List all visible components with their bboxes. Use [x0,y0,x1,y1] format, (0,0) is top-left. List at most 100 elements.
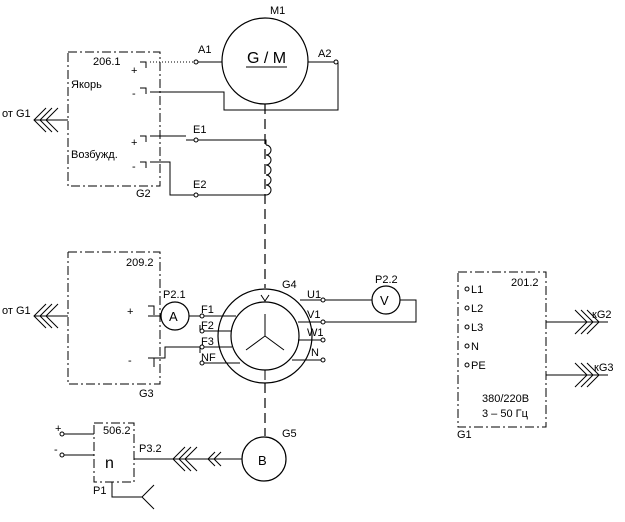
n-label: N [311,347,319,359]
voltmeter-return-wire [325,299,417,323]
unit-506-2-id: 506.2 [103,425,131,437]
unit-506-2-plus-terminal [59,431,65,437]
terminal-pe: PE [464,360,486,372]
unit-506-2-border [93,422,135,483]
e1-terminal [193,137,199,143]
sensor-g5: B G5 [241,428,297,482]
from-g1-label-top: от G1 [2,108,31,120]
nf-label: NF [201,352,216,364]
motor-m1: M1 G / M A1 A2 [198,5,331,105]
p1-connector-icon [141,484,155,510]
field-return-wire [148,346,200,359]
unit-206-1-id: 206.1 [93,56,121,68]
p1-connector [111,482,155,510]
field-winding-coil [265,144,272,196]
g4-wye-symbol [245,314,285,351]
field-minus-jack [140,161,147,168]
unit-201-2-ref: G1 [457,429,472,441]
unit-209-2-ref: G3 [139,388,154,400]
field-minus-sign: - [132,161,136,173]
motor-m1-ref: M1 [270,5,285,17]
voltmeter-ref: P2.2 [375,274,398,286]
unit-209-2-id: 209.2 [126,257,154,269]
ammeter-ref: P2.1 [163,289,186,301]
e2-label: E2 [193,179,206,191]
terminal-pe-label: PE [471,360,486,372]
unit-206-1-border [67,51,161,187]
unit-209-2: 209.2 G3 + - [67,251,161,400]
field-minus-wire [150,161,194,196]
unit-506-2-plus: + [55,423,61,435]
unit-209-2-minus-jack [148,357,155,367]
f3-terminal [199,344,205,350]
unit-506-2-out: P3.2 [139,443,162,455]
anchor-plus-jack [140,61,147,68]
anchor-label: Якорь [71,79,102,91]
ammeter-symbol: A [169,309,178,324]
f1-label: F1 [201,304,214,316]
from-g1-arrow-top: от G1 [2,107,68,133]
unit-209-2-plus-jack [148,305,155,315]
nf-terminal [199,360,205,366]
u1-terminal [320,297,326,303]
terminal-l3-label: L3 [471,322,483,334]
from-g1-arrow-mid-icon [33,303,68,329]
field-label: Возбужд. [71,149,118,161]
ammeter-p2-1: A P2.1 [160,289,190,331]
p1-connector-wire [111,482,142,498]
a2-label: A2 [318,48,331,60]
unit-506-2-minus: - [54,444,58,456]
terminal-pe-jack [464,362,470,368]
unit-506-2-symbol: n [105,455,114,472]
w1-terminal [320,337,326,343]
e2-terminal [193,192,199,198]
anchor-minus-jack [140,87,147,94]
terminal-l1: L1 [464,284,483,296]
p3-2-arrow [134,446,242,472]
anchor-plus-sign: + [131,65,137,77]
v1-terminal [320,319,326,325]
to-g3-label: кG3 [594,362,614,374]
g5-circle [241,436,287,482]
v1-label: V1 [307,309,320,321]
unit-506-2-minus-terminal [59,452,65,458]
unit-201-2-id: 201.2 [511,277,539,289]
a1-label: A1 [198,44,211,56]
f2-label: F2 [201,320,214,332]
unit-201-2: 201.2 G1 380/220В 3 – 50 Гц L1 L2 L3 N P… [457,271,547,441]
u1-label: U1 [307,289,321,301]
g5-ref: G5 [282,428,297,440]
voltmeter-p2-2: V P2.2 [371,274,401,315]
terminal-l1-label: L1 [471,284,483,296]
unit-201-2-border [457,271,547,428]
unit-206-1-ref: G2 [136,188,151,200]
g5-symbol: B [258,453,267,468]
w1-label: W1 [307,327,324,339]
terminal-l2: L2 [464,303,483,315]
anchor-minus-sign: - [132,88,136,100]
a1-terminal [193,59,199,65]
g4-ref: G4 [282,279,297,291]
to-g3-arrow: кG3 [546,362,614,388]
terminal-l2-jack [464,305,470,311]
e1-lead [198,139,267,145]
terminal-n-jack [464,343,470,349]
unit-209-2-minus: - [128,355,132,367]
terminal-n-label: N [471,341,479,353]
unit-209-2-border [67,251,161,385]
e1-label: E1 [193,124,206,136]
to-g2-arrow-icon [546,309,608,335]
p3-2-arrow-tail-icon [207,451,222,467]
terminal-l2-label: L2 [471,303,483,315]
f1-terminal [199,313,205,319]
generator-g4: G4 [217,279,313,384]
terminal-l3: L3 [464,322,483,334]
p3-2-arrow-icon [134,446,242,472]
field-plus-jack [140,135,147,142]
to-g2-label: кG2 [592,309,612,321]
g4-top-mark [260,294,270,302]
supply-voltage: 380/220В [482,393,529,405]
field-plus-sign: + [131,137,137,149]
motor-m1-label: G / M [247,50,286,67]
